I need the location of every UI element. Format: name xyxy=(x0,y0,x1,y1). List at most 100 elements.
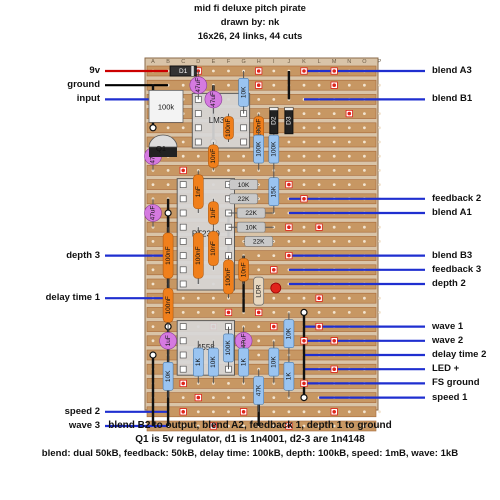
board-hole xyxy=(332,311,336,314)
q1-body xyxy=(148,134,178,148)
board-hole xyxy=(151,268,155,272)
board-hole xyxy=(242,169,246,172)
board-hole xyxy=(378,112,381,115)
film-cap-c-100nf-1 xyxy=(223,116,234,140)
ic-label-lm386: LM386 xyxy=(209,116,234,125)
board-hole xyxy=(363,83,366,87)
board-hole xyxy=(378,296,381,300)
resistor-label: 15K xyxy=(271,185,278,197)
label-blend-b3: blend B3 xyxy=(432,249,473,261)
track-cut-mark xyxy=(332,83,337,87)
board-hole xyxy=(302,169,306,172)
board-hole xyxy=(332,169,336,172)
board-hole xyxy=(227,410,230,414)
board-hole xyxy=(378,169,381,172)
board-hole xyxy=(317,311,321,314)
board-hole xyxy=(363,183,366,187)
led xyxy=(270,282,282,294)
copper-strip xyxy=(146,179,377,190)
board-hole xyxy=(363,154,366,158)
track-cut-mark xyxy=(317,225,321,229)
board-hole xyxy=(257,339,261,343)
label-blend-b1: blend B1 xyxy=(432,93,473,105)
ic-pin xyxy=(179,209,187,217)
board-hole xyxy=(287,410,291,414)
label-delay-time-1: delay time 1 xyxy=(45,292,100,304)
track-cut-mark xyxy=(181,168,185,173)
board-hole xyxy=(332,154,336,158)
electrolytic-cap-47uf-4 xyxy=(144,204,162,222)
track-cut-mark xyxy=(196,395,201,400)
board-hole xyxy=(227,154,230,158)
board-hole xyxy=(212,396,215,399)
ldr-label: LDR xyxy=(255,284,262,297)
board-hole xyxy=(151,240,155,243)
board-hole xyxy=(347,140,351,144)
film-cap-c-10nf xyxy=(208,144,219,168)
diode-label: D2 xyxy=(271,116,278,125)
board-hole xyxy=(378,183,381,187)
board-hole xyxy=(317,424,321,428)
track-cut-mark xyxy=(181,410,185,414)
board-hole xyxy=(302,410,306,414)
resistor-label: 10K xyxy=(165,370,172,382)
track-cut-mark xyxy=(211,424,216,428)
label-input: input xyxy=(76,93,100,105)
link-end xyxy=(149,124,157,132)
resistor-label: 22K xyxy=(245,210,257,217)
resistor-r-22k-h1 xyxy=(229,193,258,205)
resistor-label: 100K xyxy=(225,340,232,356)
board-hole xyxy=(151,183,155,187)
diagram-stats: 16x26, 24 links, 44 cuts xyxy=(197,31,303,42)
resistor-label: 10K xyxy=(240,86,247,98)
label-delay-time-2: delay time 2 xyxy=(432,349,487,360)
label-speed-2: speed 2 xyxy=(64,405,100,417)
board-hole xyxy=(347,126,351,130)
board-hole xyxy=(272,410,276,414)
label-wave-2: wave 2 xyxy=(432,334,464,346)
track-cut-mark xyxy=(272,268,276,272)
resistor-r-22k-h3 xyxy=(244,236,273,247)
board-hole xyxy=(151,339,155,343)
resistor-r-10k-5 xyxy=(283,319,295,349)
board-hole xyxy=(378,140,381,144)
board-hole xyxy=(378,424,381,428)
track-cut-mark xyxy=(272,324,276,329)
film-cap-c-1nf-2 xyxy=(208,201,219,225)
electrolytic-cap-47uf-2 xyxy=(204,90,223,109)
track-cut-mark xyxy=(317,324,321,329)
column-letter: B xyxy=(166,59,170,65)
track-cut-mark xyxy=(302,381,306,386)
electrolytic-cap-47uf-1 xyxy=(189,76,208,94)
resistor-r-10k-h2 xyxy=(236,221,266,233)
board-hole xyxy=(302,126,306,130)
electrolytic-label: 47uF xyxy=(210,92,217,107)
board-hole xyxy=(287,140,291,144)
electrolytic-label: 1uF xyxy=(165,335,172,346)
board-hole xyxy=(151,282,155,286)
film-cap-label: 100nF xyxy=(195,246,202,264)
track-cut-mark xyxy=(332,410,337,414)
column-letter: M xyxy=(332,59,337,65)
board-hole xyxy=(378,126,381,130)
track-cut-mark xyxy=(332,367,337,372)
board-hole xyxy=(317,183,321,187)
board-hole xyxy=(363,169,366,172)
board-hole xyxy=(363,112,366,115)
link-end xyxy=(300,394,308,402)
ic-pin xyxy=(179,252,187,259)
resistor-label: 10K xyxy=(238,182,250,189)
board-hole xyxy=(272,83,276,87)
board-hole xyxy=(317,126,321,130)
board-hole xyxy=(151,325,155,328)
resistor-label: 1K xyxy=(286,372,293,381)
column-letter: D xyxy=(196,59,200,65)
ic-pin xyxy=(179,181,187,188)
track-cut-mark xyxy=(226,310,231,315)
film-cap-c-10nf-3 xyxy=(238,258,249,282)
board-hole xyxy=(257,98,261,101)
electrolytic-label: 47uF xyxy=(150,206,157,221)
board-hole xyxy=(302,240,306,243)
resistor-label: 1K xyxy=(240,357,247,366)
